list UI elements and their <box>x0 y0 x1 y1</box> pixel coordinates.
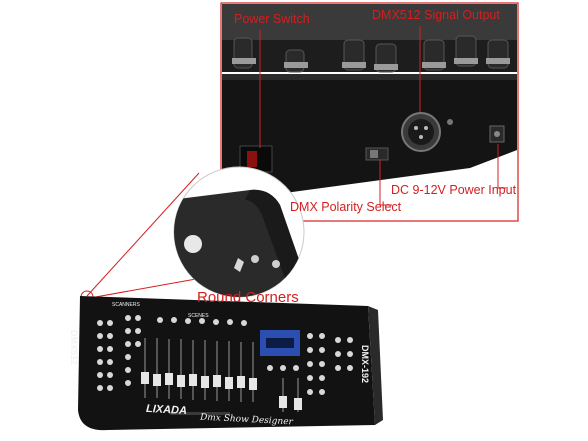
callout-lines <box>86 26 506 299</box>
power-switch-label: Power Switch <box>234 12 310 26</box>
model-right-text: DMX-192 <box>360 345 370 384</box>
power-input-line <box>497 144 506 189</box>
polarity-line <box>379 160 392 206</box>
power-input-label: DC 9-12V Power Input <box>391 183 517 197</box>
faders <box>141 338 257 402</box>
model-left-text: DMX512 <box>69 330 79 366</box>
zoom-line-top <box>86 172 200 297</box>
function-buttons <box>267 333 353 395</box>
controller-body <box>78 296 375 431</box>
master-faders <box>279 378 302 412</box>
round-corners-label: Round Corners <box>197 289 299 306</box>
dmx-output-label: DMX512 Signal Output <box>372 8 500 22</box>
power-switch-rocker <box>247 151 257 167</box>
brand-logo: LIXADA <box>145 402 188 418</box>
back-panel-inset <box>220 2 519 222</box>
polarity-label: DMX Polarity Select <box>290 200 402 214</box>
controller <box>78 296 383 431</box>
scenes-label: SCENES <box>188 313 209 319</box>
knob <box>285 49 305 73</box>
zoom-led <box>184 235 202 253</box>
scanners-label: SCANNERS <box>112 302 140 308</box>
scanner-buttons <box>97 315 141 391</box>
scene-buttons <box>157 317 247 326</box>
back-face <box>222 74 517 195</box>
